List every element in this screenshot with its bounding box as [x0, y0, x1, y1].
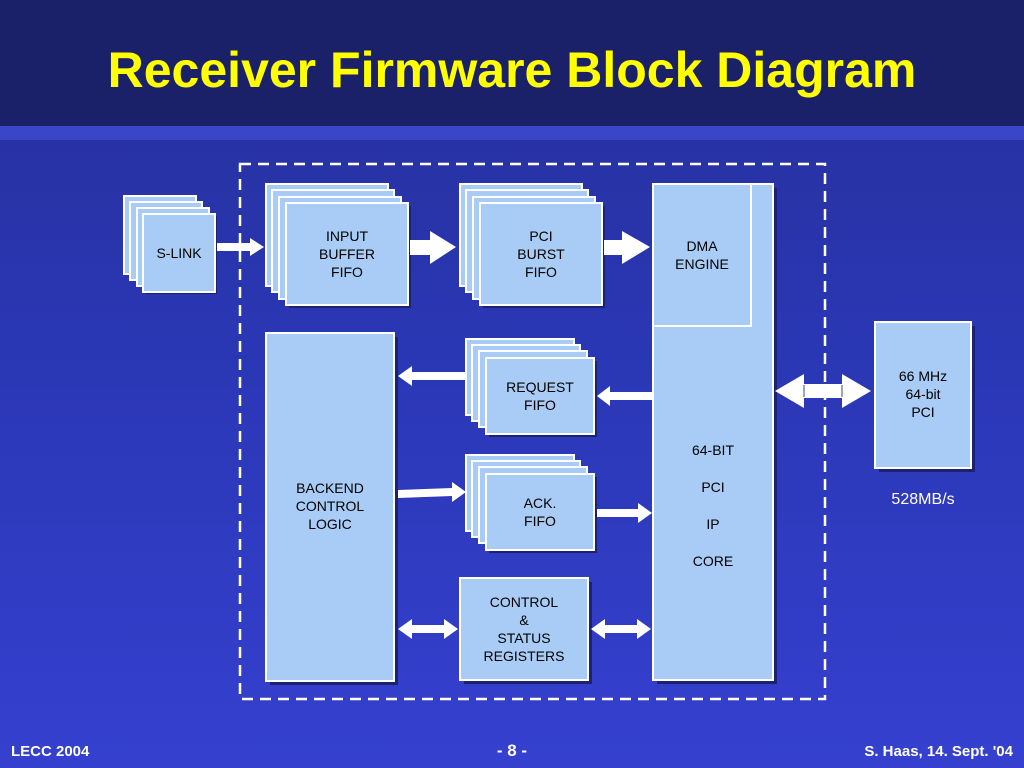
- dma-engine-line1: DMA: [686, 238, 718, 254]
- ack-fifo-line2: FIFO: [524, 513, 556, 529]
- input-buffer-fifo-block: INPUT BUFFER FIFO: [265, 183, 411, 308]
- arrow-request-to-backend: [398, 366, 466, 386]
- arrow-input-to-pci-burst: [410, 231, 456, 264]
- pci-bus-line3: PCI: [911, 404, 934, 420]
- arrow-ack-to-core: [597, 503, 652, 523]
- footer-right: S. Haas, 14. Sept. '04: [864, 743, 1013, 760]
- backend-control-logic-line2: CONTROL: [296, 498, 365, 514]
- request-fifo-line2: FIFO: [524, 397, 556, 413]
- pci-bus-line2: 64-bit: [905, 386, 940, 402]
- arrow-slink-to-input-buffer: [217, 238, 264, 256]
- input-buffer-fifo-line1: INPUT: [326, 228, 368, 244]
- pci-bus-block: 66 MHz 64-bit PCI: [874, 321, 975, 472]
- slink-label: S-LINK: [156, 245, 202, 261]
- backend-control-logic-line3: LOGIC: [308, 516, 352, 532]
- ack-fifo-line1: ACK.: [524, 495, 557, 511]
- arrow-backend-control-status: [398, 619, 458, 639]
- control-status-line1: CONTROL: [490, 594, 559, 610]
- pci-burst-fifo-block: PCI BURST FIFO: [459, 183, 605, 308]
- arrow-core-to-request: [597, 386, 652, 406]
- footer-page-number: - 8 -: [496, 741, 528, 760]
- request-fifo-line1: REQUEST: [506, 379, 574, 395]
- input-buffer-fifo-line3: FIFO: [331, 264, 363, 280]
- pci-core-line1: 64-BIT: [692, 442, 734, 458]
- title-bar: [0, 0, 1024, 126]
- arrow-pci-burst-to-dma: [604, 231, 650, 264]
- pci-core-line4: CORE: [693, 553, 733, 569]
- pci-core-line2: PCI: [701, 479, 724, 495]
- backend-control-logic-line1: BACKEND: [296, 480, 364, 496]
- control-status-line2: &: [519, 612, 529, 628]
- footer-left: LECC 2004: [11, 743, 90, 760]
- bandwidth-label: 528MB/s: [891, 491, 954, 508]
- pci-burst-fifo-line3: FIFO: [525, 264, 557, 280]
- firmware-boundary: [238, 162, 827, 701]
- request-fifo-block: REQUEST FIFO: [465, 338, 597, 437]
- pci-core-line3: IP: [706, 516, 719, 532]
- pci-bus-line1: 66 MHz: [899, 368, 947, 384]
- ack-fifo-block: ACK. FIFO: [465, 454, 597, 553]
- title-rule: [0, 126, 1024, 140]
- pci-burst-fifo-line1: PCI: [529, 228, 552, 244]
- dma-engine-block: DMA ENGINE: [652, 183, 752, 327]
- pci-burst-fifo-line2: BURST: [517, 246, 565, 262]
- input-buffer-fifo-line2: BUFFER: [319, 246, 375, 262]
- slink-block: S-LINK: [123, 195, 217, 294]
- arrow-core-pci-bus: [775, 374, 871, 408]
- arrow-backend-to-ack: [398, 482, 466, 502]
- arrow-control-status-core: [591, 619, 651, 639]
- control-status-line4: REGISTERS: [484, 648, 565, 664]
- backend-control-logic-block: BACKEND CONTROL LOGIC: [265, 332, 398, 685]
- control-status-registers-block: CONTROL & STATUS REGISTERS: [459, 577, 592, 684]
- slide-title: Receiver Firmware Block Diagram: [107, 42, 917, 98]
- dma-engine-line2: ENGINE: [675, 256, 729, 272]
- control-status-line3: STATUS: [497, 630, 550, 646]
